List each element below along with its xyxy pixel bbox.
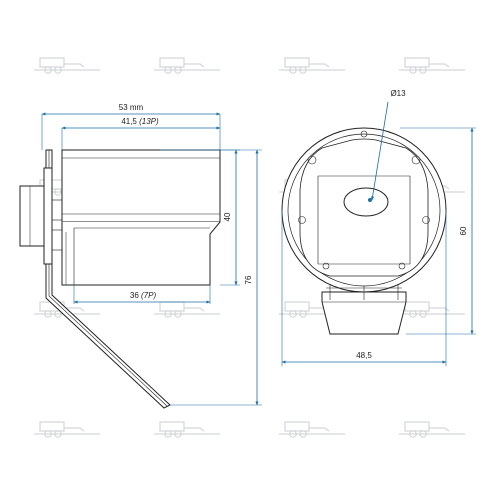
- label-front-height: 60: [459, 226, 468, 235]
- trailer-watermark-icon: [153, 301, 221, 318]
- front-view: [281, 127, 447, 335]
- socket-body-lower: [61, 221, 221, 286]
- trailer-watermark-icon: [278, 421, 346, 438]
- trailer-watermark-icon: [33, 421, 101, 438]
- label-overall-width: 53 mm: [119, 103, 144, 112]
- trailer-watermark-icon: [398, 57, 466, 74]
- side-dimensions: [41, 112, 262, 406]
- trailer-watermark-icon: [153, 57, 221, 74]
- leader-hole-diameter: [371, 101, 389, 201]
- trailer-watermark-icon: [153, 421, 221, 438]
- trailer-watermark-icon: [33, 57, 101, 74]
- center-hole: [343, 187, 389, 217]
- label-height-body: 40: [223, 212, 232, 221]
- label-height-total: 76: [244, 275, 253, 284]
- trailer-watermark-icon: [398, 421, 466, 438]
- trailer-watermark-icon: [278, 57, 346, 74]
- side-view: [19, 149, 221, 409]
- label-hole-diameter: Ø13: [390, 89, 406, 98]
- label-inner-width: 41,5 (13P): [121, 117, 159, 126]
- lid-panel: [317, 175, 411, 265]
- label-bottom-width: 36 (7P): [130, 291, 157, 300]
- rear-block: [19, 185, 47, 247]
- front-dimensions: [281, 101, 476, 366]
- flange: [43, 167, 53, 265]
- socket-body-upper: [61, 149, 221, 223]
- label-front-width: 48,5: [356, 351, 372, 360]
- trailer-watermark-icon: [398, 301, 466, 318]
